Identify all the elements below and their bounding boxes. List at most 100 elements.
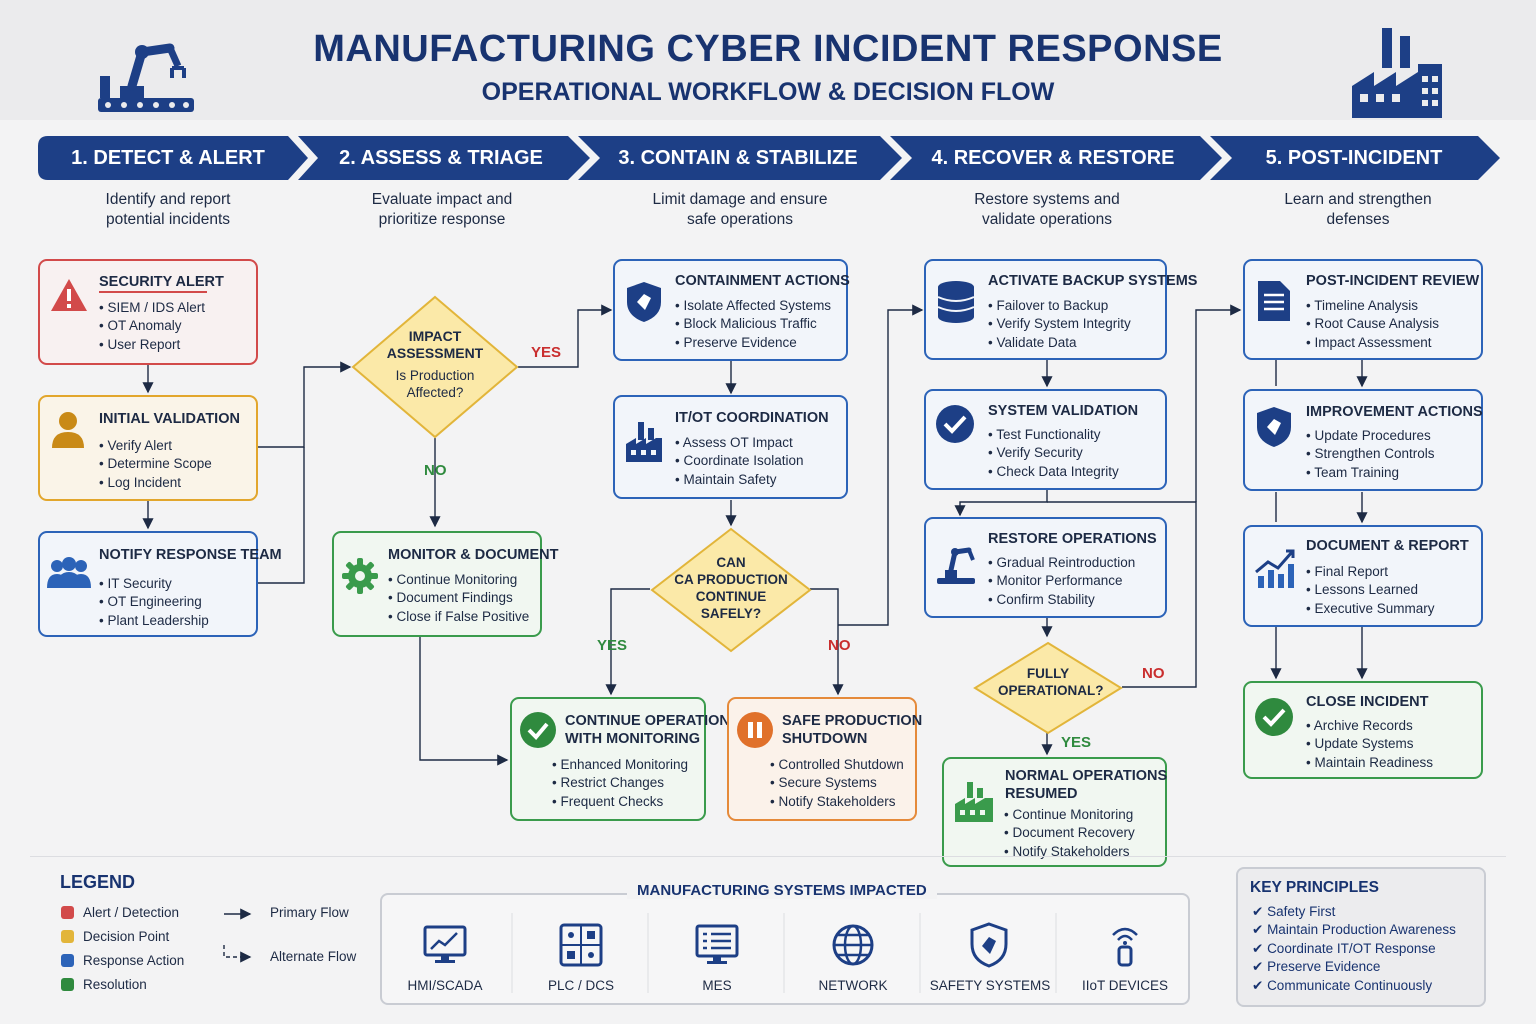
card-title: ACTIVATE BACKUP SYSTEMS <box>988 273 1198 289</box>
card-items: Update ProceduresStrengthen ControlsTeam… <box>1306 427 1434 482</box>
principle-item: Safety First <box>1252 904 1335 920</box>
card-title: POST-INCIDENT REVIEW <box>1306 273 1480 289</box>
database-icon <box>937 281 975 323</box>
principle-item: Preserve Evidence <box>1252 959 1380 975</box>
legend-swatch-green <box>61 978 74 991</box>
legend-swatch-red <box>61 906 74 919</box>
card-title: IT/OT COORDINATION <box>675 410 829 426</box>
card-items: Test FunctionalityVerify SecurityCheck D… <box>988 426 1119 481</box>
card-title: INITIAL VALIDATION <box>99 411 240 427</box>
warning-icon <box>51 279 87 311</box>
document-icon <box>1258 281 1290 321</box>
plant-icon <box>626 422 662 462</box>
factory-icon <box>1352 28 1442 118</box>
iot-device-icon <box>1112 927 1138 967</box>
mes-icon <box>695 924 739 964</box>
system-network: NETWORK <box>818 978 888 993</box>
monitor-icon <box>423 925 467 963</box>
check-circle-icon <box>936 405 974 443</box>
legend-item: Decision Point <box>83 929 170 944</box>
phase-contain: 3. CONTAIN & STABILIZE <box>618 146 858 169</box>
system-safety: SAFETY SYSTEMS <box>929 978 1051 993</box>
flow-label-yes: YES <box>1061 734 1092 751</box>
system-hmi-scada: HMI/SCADA <box>407 978 483 993</box>
globe-icon <box>832 924 874 966</box>
card-title: NOTIFY RESPONSE TEAM <box>99 547 282 563</box>
decision-continue-diamond <box>650 527 812 653</box>
check-circle-icon <box>1255 698 1293 736</box>
flow-label-yes: YES <box>597 637 628 654</box>
legend-title: LEGEND <box>60 872 136 892</box>
legend-flow-arrows <box>223 908 252 963</box>
title-underline <box>99 291 207 293</box>
card-items: Timeline AnalysisRoot Cause AnalysisImpa… <box>1306 297 1439 352</box>
phase-recover: 4. RECOVER & RESTORE <box>931 146 1175 169</box>
phase-detect: 1. DETECT & ALERT <box>71 146 265 169</box>
phase-banner <box>38 136 1500 180</box>
robot-arm-icon <box>98 43 194 112</box>
flow-label-no: NO <box>424 462 447 479</box>
card-items: Failover to BackupVerify System Integrit… <box>988 297 1130 352</box>
card-items: Continue MonitoringDocument RecoveryNoti… <box>1004 806 1134 861</box>
legend-swatch-blue <box>61 954 74 967</box>
shield-icon <box>970 922 1008 968</box>
decision-fully-operational-diamond <box>973 641 1123 735</box>
page-title: MANUFACTURING CYBER INCIDENT RESPONSE <box>313 28 1223 70</box>
flow-label-no: NO <box>1142 665 1165 682</box>
card-items: Isolate Affected SystemsBlock Malicious … <box>675 297 831 352</box>
header <box>0 0 1536 120</box>
plc-icon <box>559 923 603 967</box>
robot-arm-icon <box>937 547 975 584</box>
shield-icon <box>1257 407 1291 447</box>
team-icon <box>47 557 91 588</box>
card-items: Final ReportLessons LearnedExecutive Sum… <box>1306 563 1434 618</box>
legend-swatch-yellow <box>61 930 74 943</box>
legend-item: Resolution <box>83 977 147 992</box>
card-title: CLOSE INCIDENT <box>1306 694 1429 710</box>
card-title: RESTORE OPERATIONS <box>988 531 1157 547</box>
card-items: Enhanced MonitoringRestrict ChangesFrequ… <box>552 756 688 811</box>
card-items: Controlled ShutdownSecure SystemsNotify … <box>770 756 903 811</box>
flow-label-yes: YES <box>531 344 562 361</box>
card-items: Assess OT ImpactCoordinate IsolationMain… <box>675 434 804 489</box>
phase-post: 5. POST-INCIDENT <box>1265 146 1443 169</box>
check-circle-icon <box>520 712 556 748</box>
systems-title: MANUFACTURING SYSTEMS IMPACTED <box>627 882 937 899</box>
card-title: SECURITY ALERT <box>99 274 224 290</box>
card-items: Gradual ReintroductionMonitor Performanc… <box>988 554 1135 609</box>
system-plc-dcs: PLC / DCS <box>547 978 615 993</box>
user-icon <box>52 412 84 448</box>
card-title: SYSTEM VALIDATION <box>988 403 1139 419</box>
legend-item: Alert / Detection <box>83 905 180 920</box>
legend-alternate-flow: Alternate Flow <box>270 949 357 964</box>
chart-growth-icon <box>1255 549 1295 588</box>
flow-label-no: NO <box>828 637 851 654</box>
card-items: Verify AlertDetermine ScopeLog Incident <box>99 437 211 492</box>
divider <box>30 856 1506 857</box>
card-items: Archive RecordsUpdate SystemsMaintain Re… <box>1306 717 1433 772</box>
legend-primary-flow: Primary Flow <box>270 905 349 920</box>
system-mes: MES <box>702 978 732 993</box>
pause-icon <box>737 712 773 748</box>
card-items: SIEM / IDS AlertOT AnomalyUser Report <box>99 299 205 354</box>
card-items: Continue MonitoringDocument FindingsClos… <box>388 571 529 626</box>
phase-assess: 2. ASSESS & TRIAGE <box>339 146 543 169</box>
card-title: IMPROVEMENT ACTIONS <box>1306 404 1483 420</box>
principle-item: Coordinate IT/OT Response <box>1252 941 1436 957</box>
card-items: IT SecurityOT EngineeringPlant Leadershi… <box>99 575 208 630</box>
card-title: MONITOR & DOCUMENT <box>388 547 559 563</box>
gear-icon <box>342 558 378 594</box>
principle-item: Maintain Production Awareness <box>1252 922 1456 938</box>
principle-item: Communicate Continuously <box>1252 978 1432 994</box>
